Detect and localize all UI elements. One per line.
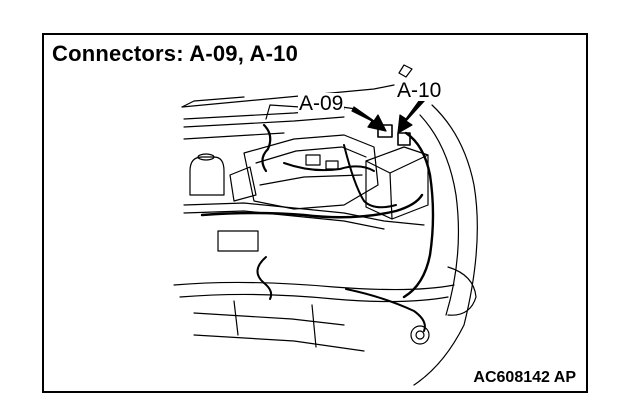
- headlamp: [447, 266, 477, 316]
- grille-line-2: [193, 334, 365, 352]
- radiator-support-lower: [183, 210, 385, 230]
- bumper-top: [173, 281, 455, 291]
- engine-cover: [243, 134, 379, 210]
- grille-divider: [233, 300, 239, 336]
- callout-a10: A-10: [396, 79, 443, 102]
- coolant-reservoir: [229, 166, 257, 202]
- callout-a09: A-09: [298, 92, 345, 115]
- battery: [365, 146, 429, 220]
- harness-middle: [283, 162, 375, 172]
- leader-line-a09: [265, 104, 301, 120]
- engine-cover-rib-2: [259, 174, 363, 186]
- connector-a10: [397, 132, 411, 146]
- harness-horn: [256, 256, 273, 300]
- page-title: Connectors: A-09, A-10: [52, 41, 299, 66]
- fog-lamp: [410, 325, 430, 345]
- diagram-frame: Connectors: A-09, A-10 A-09 A-10 AC60814…: [42, 33, 588, 393]
- harness-left: [261, 123, 272, 173]
- washer-reservoir: [189, 156, 225, 196]
- radiator-label-plate: [217, 230, 259, 252]
- grille-line: [193, 312, 345, 326]
- harness-fender: [402, 131, 435, 299]
- cowl-panel: [183, 132, 285, 140]
- connector-a09: [377, 124, 393, 138]
- harness-front: [200, 193, 424, 219]
- fog-lamp-center: [415, 330, 425, 340]
- engine-bay-drawing: [173, 64, 478, 386]
- fender-outline: [413, 104, 478, 386]
- hood-latch: [398, 64, 413, 78]
- figure-code: AC608142 AP: [473, 369, 576, 386]
- grille-divider-2: [311, 304, 317, 348]
- reservoir-cap: [197, 153, 215, 161]
- cowl-line-lower: [183, 116, 345, 128]
- radiator-support: [183, 202, 425, 226]
- hood-edge: [181, 84, 395, 108]
- harness-battery: [343, 144, 397, 209]
- fender-inner: [419, 114, 460, 316]
- engine-cap-2: [325, 160, 339, 170]
- hood-inner-edge: [181, 96, 245, 108]
- engine-cover-rib: [255, 146, 367, 164]
- engine-cap: [305, 154, 321, 166]
- harness-foglamp: [345, 288, 426, 332]
- bumper-crease: [179, 293, 449, 303]
- connector-arrow-icon: [351, 96, 427, 134]
